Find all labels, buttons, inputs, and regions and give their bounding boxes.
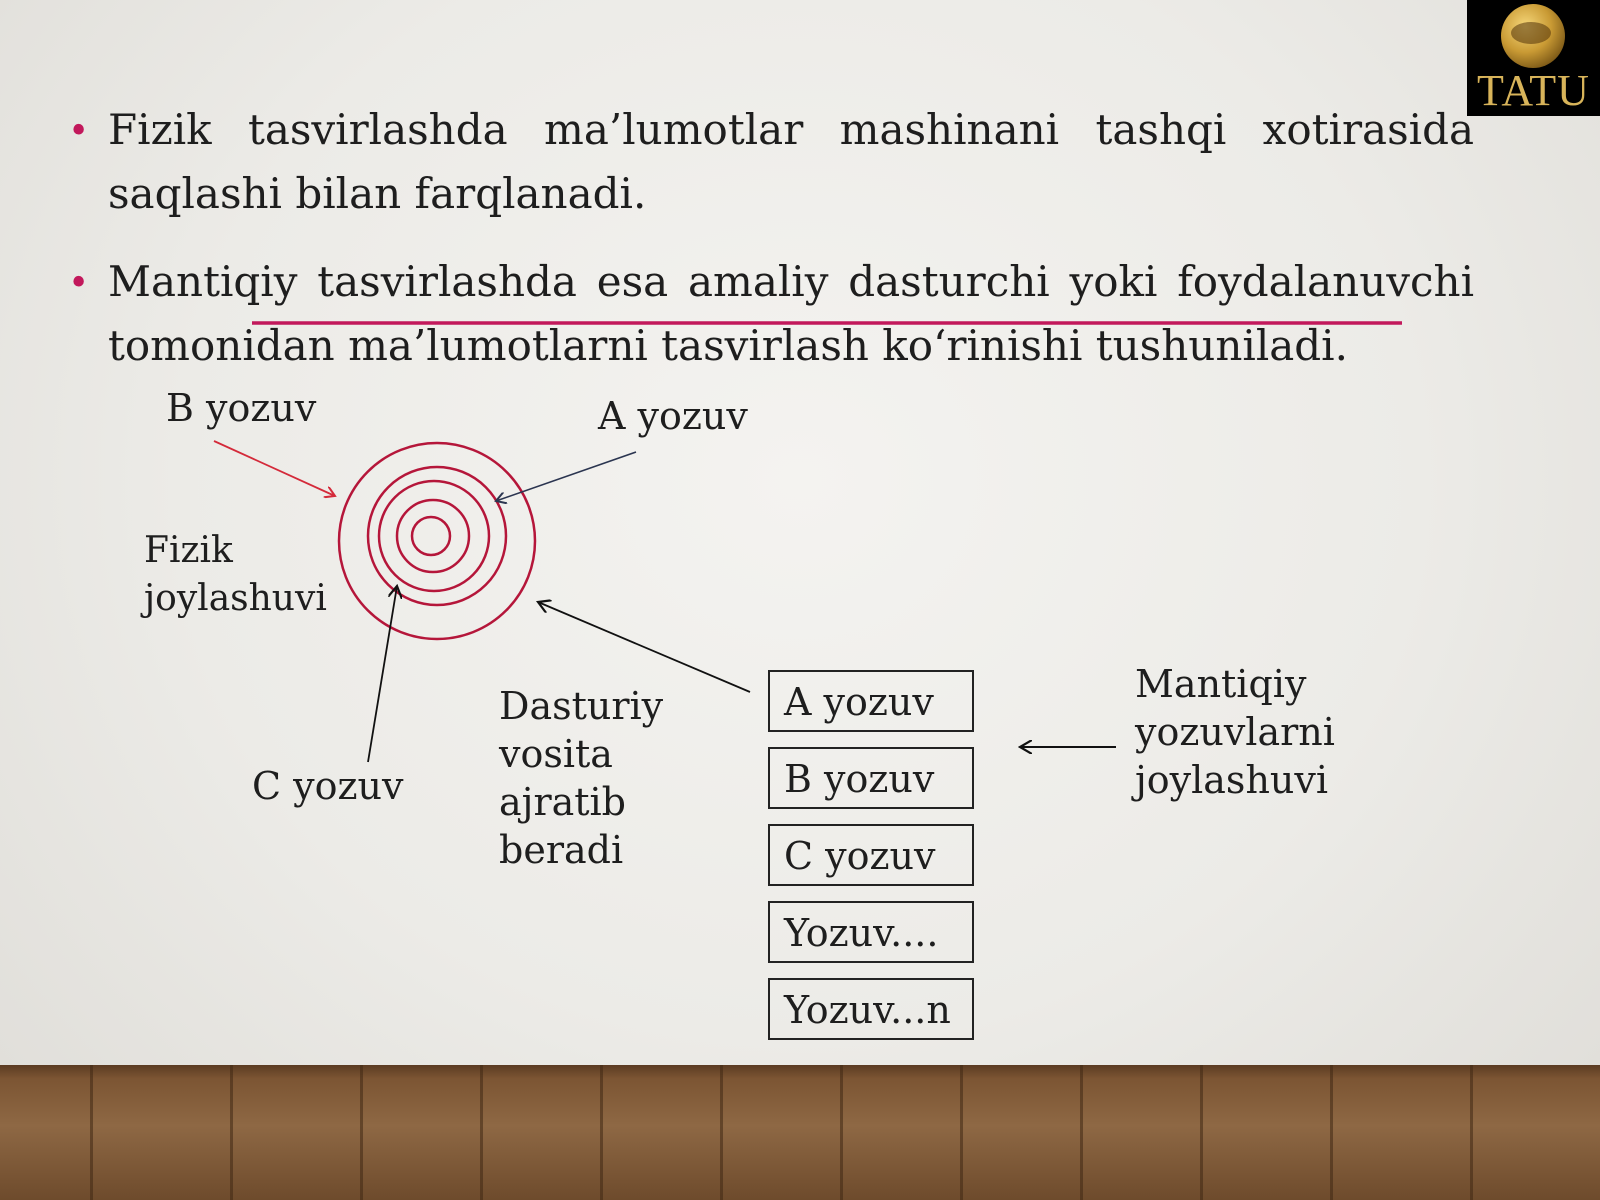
disk-ring-3 [377,479,491,593]
label-software: Dasturiy vosita ajratib beradi [499,684,664,872]
arrow-software-to-disk [538,602,751,693]
label-b-record: B yozuv [166,386,317,430]
wood-floor-decoration [0,1065,1600,1200]
bullet-physical: • Fizik tasvirlashda ma’lumotlar mashina… [68,98,1474,226]
label-physical-location: Fizik joylashuvi [144,530,327,619]
disk-concentric-circles [337,441,537,641]
logo-text: TATU [1477,66,1590,115]
bullet-dot-icon: • [68,263,90,304]
record-box: B yozuv [768,747,974,809]
record-box: A yozuv [768,670,974,732]
record-box: Yozuv...n [768,978,974,1040]
arrow-a-record [496,451,637,501]
bullet-text: Mantiqiy tasvirlashda esa amaliy dasturc… [108,257,1474,370]
arrow-c-record [367,586,397,763]
disk-ring-4 [395,498,471,574]
record-box: Yozuv.... [768,901,974,963]
bullet-dot-icon: • [68,111,90,152]
disk-ring-2 [366,465,508,607]
label-logical-location: Mantiqiy yozuvlarni joylashuvi [1135,662,1335,802]
bullet-logical: • Mantiqiy tasvirlashda esa amaliy dastu… [68,250,1474,378]
bullet-text: Fizik tasvirlashda ma’lumotlar mashinani… [108,105,1474,218]
disk-ring-outer [337,441,537,641]
globe-icon [1501,4,1565,68]
arrow-b-record [213,440,335,496]
disk-ring-inner [410,515,452,557]
label-a-record: A yozuv [598,394,748,438]
tatu-logo: TATU [1467,0,1600,116]
label-c-record: C yozuv [252,764,404,808]
record-box: C yozuv [768,824,974,886]
